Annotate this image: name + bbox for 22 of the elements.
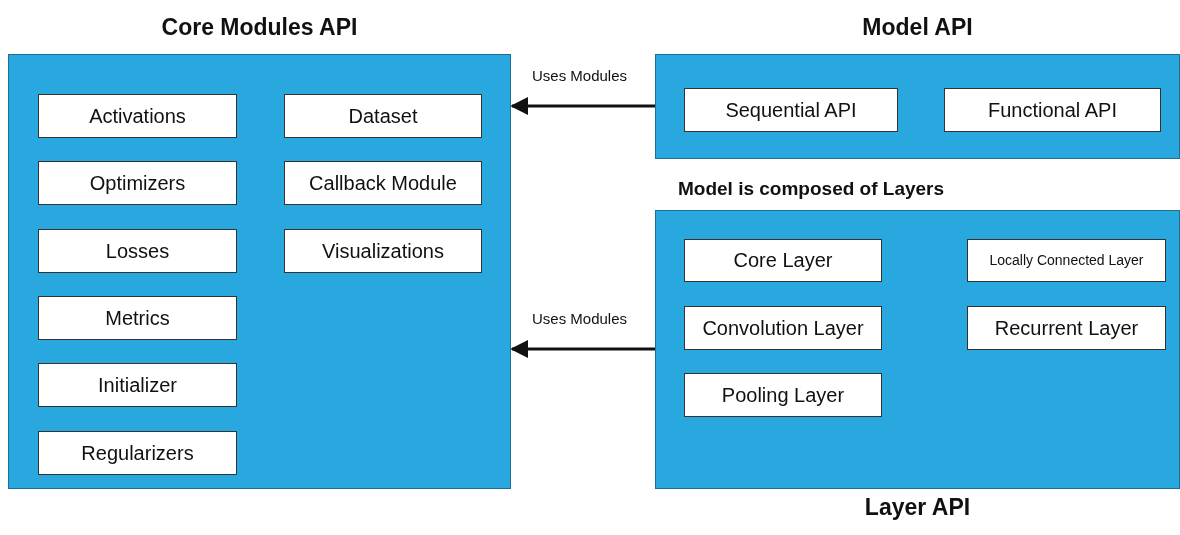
section-label: Model is composed of Layers (678, 177, 945, 201)
module-box: Locally Connected Layer (967, 239, 1166, 282)
module-box: Callback Module (284, 161, 482, 205)
panel-heading: Core Modules API (161, 13, 358, 42)
module-box: Pooling Layer (684, 373, 882, 417)
module-box: Dataset (284, 94, 482, 138)
panel-heading: Model API (862, 13, 973, 42)
module-box: Metrics (38, 296, 237, 340)
module-box: Visualizations (284, 229, 482, 273)
module-box: Functional API (944, 88, 1161, 132)
module-box: Losses (38, 229, 237, 273)
module-box: Optimizers (38, 161, 237, 205)
arrow (510, 97, 655, 115)
module-box: Initializer (38, 363, 237, 407)
module-box: Activations (38, 94, 237, 138)
module-box: Regularizers (38, 431, 237, 475)
module-box: Core Layer (684, 239, 882, 282)
arrow (510, 340, 655, 358)
module-box: Convolution Layer (684, 306, 882, 350)
module-box: Recurrent Layer (967, 306, 1166, 350)
panel-heading: Layer API (864, 493, 971, 522)
module-box: Sequential API (684, 88, 898, 132)
